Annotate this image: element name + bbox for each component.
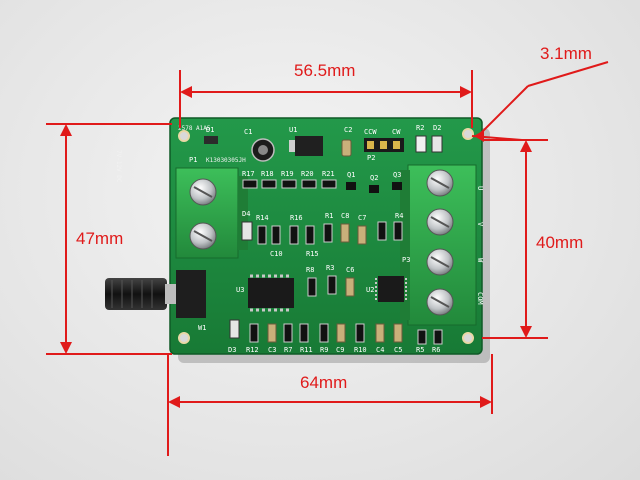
silk-c6: C6 bbox=[346, 266, 354, 274]
silk-ccw: CCW bbox=[364, 128, 377, 136]
resistor-row-top bbox=[242, 179, 337, 189]
silk-r21: R21 bbox=[322, 170, 335, 178]
silk-bottom-label: R12 bbox=[246, 346, 259, 354]
silk-q1: Q1 bbox=[347, 171, 355, 179]
silk-d4: D4 bbox=[242, 210, 250, 218]
silk-r18: R18 bbox=[261, 170, 274, 178]
silk-serial: K13030305JH bbox=[206, 157, 246, 164]
passive-row-middle bbox=[241, 221, 403, 245]
silk-r19: R19 bbox=[281, 170, 294, 178]
motor-terminal-block bbox=[400, 164, 477, 326]
silk-c2: C2 bbox=[344, 126, 352, 134]
dimension-hole-label: 3.1mm bbox=[540, 44, 592, 63]
silk-bottom-row: D3 R12 C3 R7 R11 R9 C9 R10 C4 C5 R5 R6 bbox=[228, 346, 440, 354]
silk-bottom-label: R5 bbox=[416, 346, 424, 354]
dimension-bottom-label: 64mm bbox=[300, 373, 347, 392]
silk-c10: C10 bbox=[270, 250, 283, 258]
silk-r16: R16 bbox=[290, 214, 303, 222]
ic-u2 bbox=[375, 276, 407, 302]
jumper-p2 bbox=[364, 138, 404, 152]
silk-r2: R2 bbox=[416, 124, 424, 132]
diode-d1 bbox=[204, 136, 218, 144]
silk-p2: P2 bbox=[367, 154, 375, 162]
silk-r20: R20 bbox=[301, 170, 314, 178]
silk-w1: W1 bbox=[198, 324, 206, 332]
regulator-u1 bbox=[289, 136, 323, 156]
led-d2 bbox=[431, 135, 443, 153]
dimension-hole bbox=[471, 61, 609, 142]
dimension-right-label: 40mm bbox=[536, 233, 583, 252]
silk-bottom-label: D3 bbox=[228, 346, 236, 354]
silk-bottom-label: C9 bbox=[336, 346, 344, 354]
silk-bottom-label: R6 bbox=[432, 346, 440, 354]
silk-bottom-label: R10 bbox=[354, 346, 367, 354]
silk-out-v: V bbox=[476, 222, 484, 227]
silk-r14: R14 bbox=[256, 214, 269, 222]
silk-u1: U1 bbox=[289, 126, 297, 134]
silk-u2: U2 bbox=[366, 286, 374, 294]
silk-r17: R17 bbox=[242, 170, 255, 178]
speed-potentiometer bbox=[105, 270, 206, 318]
silk-c1: C1 bbox=[244, 128, 252, 136]
dimension-left bbox=[46, 123, 172, 355]
transistors bbox=[346, 182, 402, 193]
silk-cw: CW bbox=[392, 128, 401, 136]
silk-bottom-label: R7 bbox=[284, 346, 292, 354]
silk-c8: C8 bbox=[341, 212, 349, 220]
silk-out-com: COM bbox=[476, 292, 484, 305]
silk-r15: R15 bbox=[306, 250, 319, 258]
silk-bottom-label: C5 bbox=[394, 346, 402, 354]
silk-bottom-label: C4 bbox=[376, 346, 384, 354]
resistor-r2 bbox=[415, 135, 427, 153]
dimension-right bbox=[482, 139, 548, 339]
silk-r8: R8 bbox=[306, 266, 314, 274]
silk-p1: P1 bbox=[189, 156, 197, 164]
silk-r3: R3 bbox=[326, 264, 334, 272]
ic-u3 bbox=[248, 274, 294, 312]
silk-q2: Q2 bbox=[370, 174, 378, 182]
silk-bottom-label: R11 bbox=[300, 346, 313, 354]
silk-d1: D1 bbox=[206, 126, 214, 134]
dimension-left-label: 47mm bbox=[76, 229, 123, 248]
silk-q3: Q3 bbox=[393, 171, 401, 179]
silk-bottom-label: R9 bbox=[320, 346, 328, 354]
capacitor-c2 bbox=[341, 139, 352, 157]
silk-d2: D2 bbox=[433, 124, 441, 132]
power-terminal-block bbox=[175, 167, 248, 259]
passive-group-center bbox=[307, 275, 355, 297]
silk-out-w: W bbox=[476, 258, 484, 263]
silk-r1: R1 bbox=[325, 212, 333, 220]
silk-p3: P3 bbox=[402, 256, 410, 264]
mounting-holes bbox=[178, 128, 474, 344]
silk-out-u: U bbox=[476, 186, 484, 190]
silk-r4: R4 bbox=[395, 212, 403, 220]
silk-u3: U3 bbox=[236, 286, 244, 294]
dimension-top-label: 56.5mm bbox=[294, 61, 355, 80]
dimension-top bbox=[179, 70, 473, 128]
silk-top-code: 2578 A1A5 bbox=[178, 125, 211, 132]
silk-bottom-label: C3 bbox=[268, 346, 276, 354]
silk-c7: C7 bbox=[358, 214, 366, 222]
silk-model: 7V-12V DC bbox=[115, 150, 122, 183]
passive-row-bottom bbox=[229, 319, 443, 345]
dimension-bottom bbox=[167, 354, 493, 456]
capacitor-c1 bbox=[251, 138, 275, 162]
